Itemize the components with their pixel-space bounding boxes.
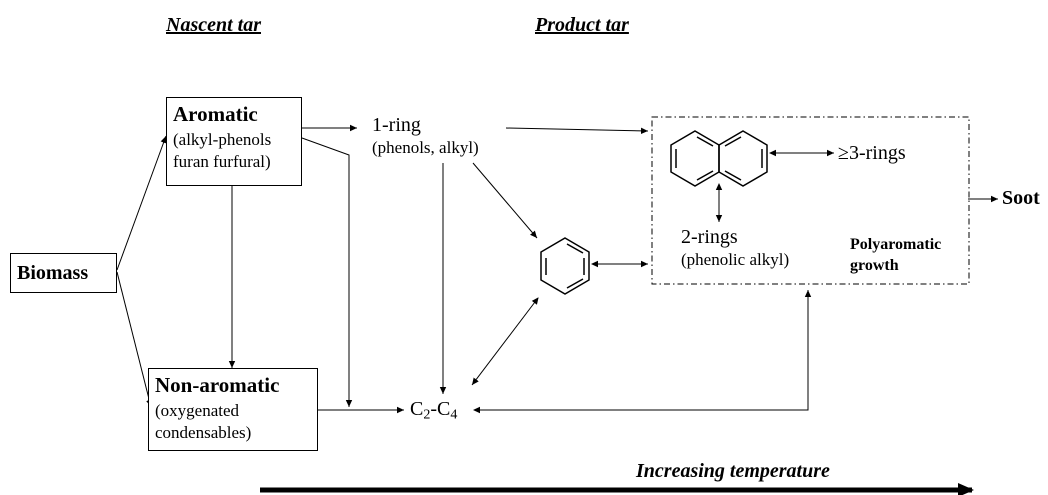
naphthalene-structure (670, 130, 768, 187)
aromatic-box: Aromatic (alkyl-phenols furan furfural) (166, 97, 302, 186)
nascent-tar-header: Nascent tar (166, 14, 261, 36)
nonaromatic-detail-line1: (oxygenated (155, 401, 240, 420)
benzene-structure (540, 237, 590, 295)
product-tar-header: Product tar (535, 14, 629, 36)
one-ring-title: 1-ring (372, 114, 421, 136)
c2c4-base-1: C (410, 398, 424, 420)
nonaromatic-box: Non-aromatic (oxygenated condensables) (148, 368, 318, 451)
aromatic-detail-line2: furan furfural) (173, 152, 271, 171)
two-rings-title: 2-rings (681, 226, 738, 248)
arrow-aromatic-to-c2c4 (301, 137, 353, 407)
biomass-box: Biomass (10, 253, 117, 293)
polyaromatic-label-line2: growth (850, 257, 899, 274)
arrow-biomass-to-aromatic (116, 135, 167, 271)
soot-label: Soot (1002, 187, 1040, 209)
arrow-benzene-c2c4 (471, 297, 539, 386)
arrow-one-ring-to-benzene (472, 162, 538, 239)
c2c4-sub-2: 4 (450, 407, 458, 423)
two-rings-detail: (phenolic alkyl) (681, 250, 790, 269)
c2c4-base-2: C (437, 398, 451, 420)
arrow-c2c4-polyaromatic (473, 290, 812, 414)
c2c4-label: C2-C4 (410, 398, 457, 424)
nonaromatic-detail-line2: condensables) (155, 423, 252, 442)
one-ring-detail: (phenols, alkyl) (372, 138, 479, 157)
nonaromatic-title: Non-aromatic (155, 373, 280, 397)
polyaromatic-label-line1: Polyaromatic (850, 236, 942, 253)
arrow-one-ring-to-polyaromatic (505, 127, 649, 135)
arrow-biomass-to-nonaromatic (116, 271, 153, 408)
aromatic-detail-line1: (alkyl-phenols (173, 130, 272, 149)
c2c4-dash: - (430, 398, 438, 420)
three-rings-label: ≥3-rings (838, 142, 906, 164)
polyaromatic-box (651, 116, 970, 285)
temperature-label: Increasing temperature (636, 460, 830, 482)
c2c4-sub-1: 2 (423, 407, 431, 423)
aromatic-title: Aromatic (173, 102, 258, 126)
biomass-label: Biomass (17, 262, 89, 284)
